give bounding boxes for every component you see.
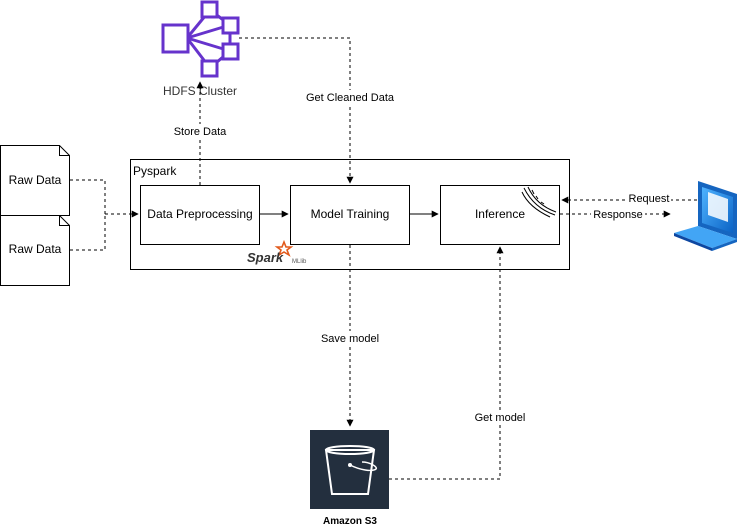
get-model-label: Get model — [475, 412, 526, 424]
edge-raw2 — [70, 214, 106, 251]
raw-data-label-1: Raw Data — [9, 173, 62, 187]
raw-data-document-2: Raw Data — [0, 215, 70, 286]
edge-raw1 — [70, 179, 106, 214]
hdfs-cluster-label: HDFS Cluster — [163, 84, 237, 98]
store-data-label: Store Data — [174, 126, 227, 138]
data-preprocessing-label: Data Preprocessing — [147, 207, 252, 221]
amazon-s3-icon — [310, 430, 389, 509]
edge-get-model — [389, 246, 504, 480]
edge-get-cleaned-data — [239, 37, 354, 184]
save-model-label: Save model — [321, 333, 379, 345]
get-cleaned-data-label: Get Cleaned Data — [306, 92, 395, 104]
raw-data-document-1: Raw Data — [0, 145, 70, 216]
raw-data-label-2: Raw Data — [9, 242, 62, 256]
response-label: Response — [593, 209, 643, 221]
inference-box — [440, 185, 560, 245]
spark-star-icon — [274, 239, 294, 257]
pyspark-label: Pyspark — [133, 164, 177, 178]
laptop-icon — [674, 181, 737, 251]
spark-logo-text: Spark — [247, 250, 284, 265]
spark-mllib-text: MLlib — [292, 259, 307, 265]
flask-icon — [521, 186, 557, 218]
request-label: Request — [629, 193, 670, 205]
amazon-s3-label: Amazon S3 — [323, 516, 377, 527]
spark-mllib-logo: Spark MLlib — [247, 239, 307, 265]
inference-label: Inference — [475, 207, 525, 221]
model-training-label: Model Training — [311, 207, 390, 221]
model-training-box — [290, 185, 410, 245]
data-preprocessing-box — [140, 185, 260, 245]
hdfs-cluster-icon — [161, 0, 240, 78]
